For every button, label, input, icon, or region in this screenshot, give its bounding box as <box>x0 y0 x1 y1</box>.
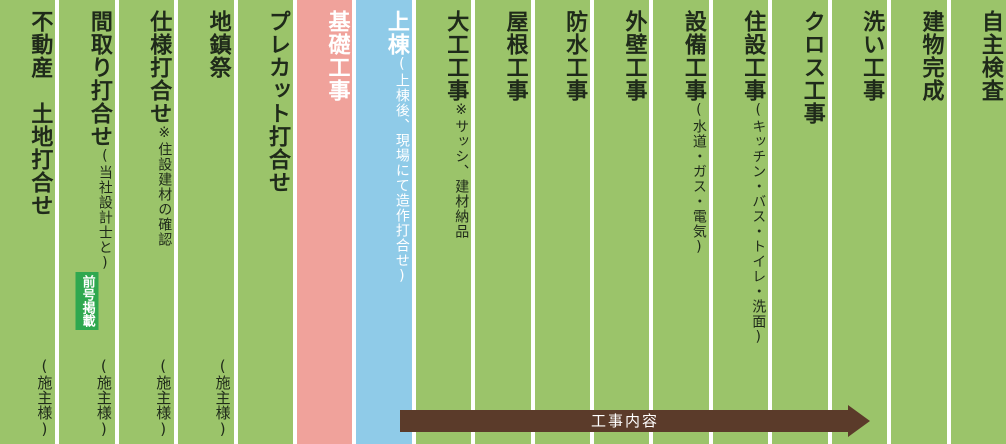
owner-label: (施主様) <box>94 357 113 438</box>
step-title: 洗い工事 <box>832 10 887 102</box>
step-title: 大工工事※サッシ、建材納品 <box>416 10 471 239</box>
step-title: 間取り打合せ(当社設計士と) <box>59 10 114 272</box>
step-column: クロス工事 <box>772 0 828 444</box>
owner-label: (施主様) <box>154 357 173 438</box>
step-title: 上棟(上棟後、現場にて造作打合せ) <box>356 10 411 285</box>
step-title: 設備工事(水道・ガス・電気) <box>653 10 708 256</box>
step-column: プレカット打合せ <box>237 0 294 444</box>
step-column: 不動産 土地打合せ (施主様) <box>0 0 56 444</box>
step-note: ※住設建材の確認 <box>156 125 173 247</box>
step-title: 仕様打合せ※住設建材の確認 <box>119 10 174 247</box>
step-column: 間取り打合せ(当社設計士と)前号掲載 (施主様) <box>59 0 115 444</box>
step-column: 住設工事(キッチン・バス・トイレ・洗面) <box>712 0 769 444</box>
step-title: 地鎮祭 <box>178 10 233 79</box>
step-title-text: 大工工事 <box>443 10 469 102</box>
step-column: 洗い工事 <box>831 0 888 444</box>
step-note: (上棟後、現場にて造作打合せ) <box>393 56 410 285</box>
owner-label: (施主様) <box>35 357 54 438</box>
step-column: 外壁工事 <box>594 0 650 444</box>
step-title: 住設工事(キッチン・バス・トイレ・洗面) <box>713 10 768 346</box>
step-column: 自主検査 <box>950 0 1006 444</box>
step-title-text: 住設工事 <box>740 10 766 102</box>
step-title-text: プレカット打合せ <box>265 10 291 194</box>
step-title: 基礎工事 <box>297 10 352 102</box>
step-title: 防水工事 <box>535 10 590 102</box>
step-title-text: クロス工事 <box>799 10 825 125</box>
step-title: 屋根工事 <box>475 10 530 102</box>
step-title-text: 建物完成 <box>918 10 944 102</box>
step-column: 上棟(上棟後、現場にて造作打合せ) <box>356 0 412 444</box>
step-title-text: 屋根工事 <box>502 10 528 102</box>
step-column: 地鎮祭 (施主様) <box>178 0 234 444</box>
step-title-text: 基礎工事 <box>324 10 350 102</box>
previous-issue-badge: 前号掲載 <box>75 272 99 330</box>
step-title: 外壁工事 <box>594 10 649 102</box>
step-title-text: 自主検査 <box>977 10 1003 102</box>
step-title-text: 間取り打合せ <box>86 10 112 148</box>
step-note: (当社設計士と) <box>96 148 113 272</box>
step-title: プレカット打合せ <box>238 10 293 194</box>
step-note: (水道・ガス・電気) <box>690 102 707 256</box>
step-title: 自主検査 <box>951 10 1006 102</box>
step-title-text: 上棟 <box>383 10 409 56</box>
step-title-text: 外壁工事 <box>621 10 647 102</box>
step-title-text: 設備工事 <box>680 10 706 102</box>
step-column: 仕様打合せ※住設建材の確認 (施主様) <box>118 0 175 444</box>
step-title: 建物完成 <box>891 10 946 102</box>
process-arrow: 工事内容 <box>400 405 870 437</box>
step-title-text: 地鎮祭 <box>205 10 231 79</box>
process-label: 工事内容 <box>590 412 659 430</box>
step-column: 防水工事 <box>534 0 591 444</box>
step-note: (キッチン・バス・トイレ・洗面) <box>750 102 767 346</box>
step-title-text: 不動産 土地打合せ <box>27 10 53 217</box>
step-title: クロス工事 <box>772 10 827 125</box>
step-column: 大工工事※サッシ、建材納品 <box>415 0 472 444</box>
step-title-text: 防水工事 <box>562 10 588 102</box>
step-title: 不動産 土地打合せ <box>0 10 55 217</box>
step-column: 屋根工事 <box>475 0 531 444</box>
step-title-text: 仕様打合せ <box>146 10 172 125</box>
step-note: ※サッシ、建材納品 <box>453 102 470 239</box>
owner-label: (施主様) <box>213 357 232 438</box>
step-column: 設備工事(水道・ガス・電気) <box>653 0 709 444</box>
step-column: 建物完成 <box>891 0 947 444</box>
step-column: 基礎工事 <box>297 0 353 444</box>
step-title-text: 洗い工事 <box>859 10 885 102</box>
